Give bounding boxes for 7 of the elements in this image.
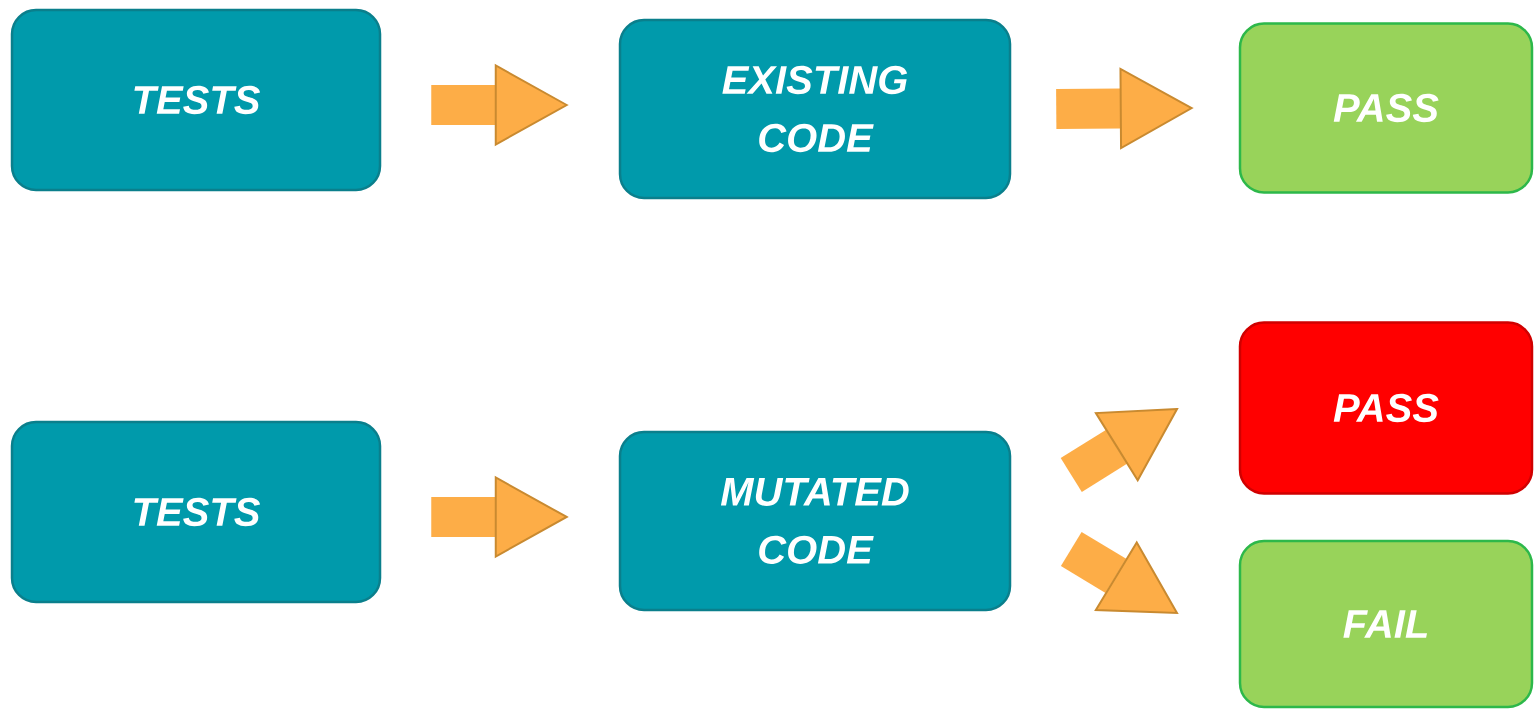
result-box: PASS bbox=[1238, 321, 1534, 495]
process-box: EXISTING CODE bbox=[618, 18, 1012, 200]
process-box: TESTS bbox=[10, 420, 382, 604]
result-box: FAIL bbox=[1238, 539, 1534, 709]
process-box: TESTS bbox=[10, 8, 382, 192]
result-box: PASS bbox=[1238, 22, 1534, 194]
process-box: MUTATED CODE bbox=[618, 430, 1012, 612]
